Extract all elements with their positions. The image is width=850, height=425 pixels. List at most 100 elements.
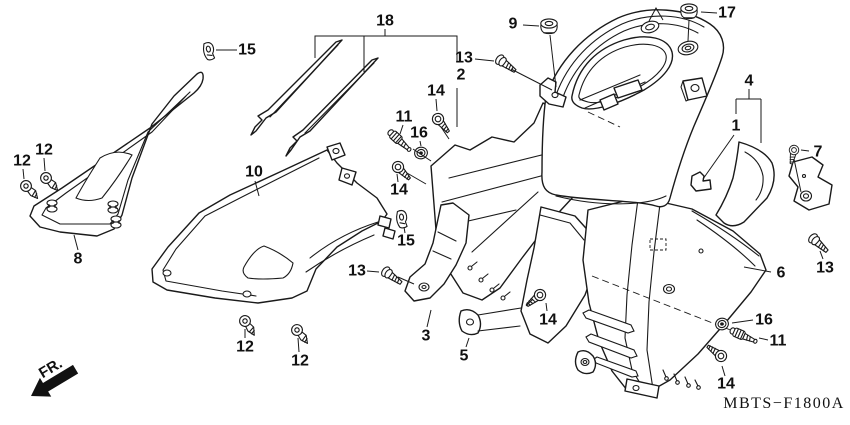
part-number-label: 6 xyxy=(777,265,786,282)
part-number-label: 1 xyxy=(732,118,741,135)
part-number-label: 2 xyxy=(457,67,466,84)
part-4-side-cover-rear xyxy=(715,141,775,227)
rear-mount-bracket xyxy=(788,156,833,211)
tab-hole xyxy=(343,173,351,179)
callout-3: 3 xyxy=(422,309,432,345)
screw-hole xyxy=(242,290,252,298)
callout-11-b: 11 xyxy=(758,333,787,350)
callout-15-a: 15 xyxy=(216,42,256,59)
tab-hole xyxy=(632,384,640,392)
grommet-bobbin xyxy=(46,199,58,213)
mount-hole-inner xyxy=(421,284,427,290)
cowl-clip xyxy=(690,171,712,192)
shoulder-bolt-icon xyxy=(728,325,760,347)
front-direction-marker: FR. xyxy=(31,355,79,397)
stripe-decal-a-line xyxy=(269,44,339,118)
channel-line xyxy=(646,203,661,390)
outline xyxy=(151,149,388,304)
neck-line xyxy=(477,307,522,316)
inner-line xyxy=(744,151,764,201)
part-number-label: 11 xyxy=(770,333,787,350)
grommet-recess xyxy=(677,40,699,56)
part-number-label: 11 xyxy=(396,109,413,126)
tab-hole xyxy=(332,147,340,155)
pan-screw-icon xyxy=(429,110,454,136)
flap-edge xyxy=(696,219,756,267)
lug-hole-inner xyxy=(665,286,673,292)
pan-screw-icon xyxy=(703,341,730,365)
bulge-curve xyxy=(309,221,379,259)
callout-6: 6 xyxy=(743,265,786,282)
part-number-label: 18 xyxy=(376,13,394,30)
callout-14-c: 14 xyxy=(539,302,557,329)
part-number-label: 14 xyxy=(390,182,408,199)
part-number-label: 14 xyxy=(717,376,735,393)
callout-14-d: 14 xyxy=(717,365,735,393)
part-number-label: 4 xyxy=(745,73,754,90)
dashed-marker xyxy=(649,238,667,251)
nut-block-side xyxy=(680,80,689,102)
part-8-side-cover-left xyxy=(29,71,204,237)
flange-bolt-icon xyxy=(379,264,405,288)
callout-10: 10 xyxy=(245,164,263,197)
assembly-axis-lines xyxy=(397,19,802,307)
stripe-decal-a xyxy=(250,39,343,136)
callout-13-a: 13 xyxy=(455,50,495,67)
pan-screw-icon xyxy=(389,158,415,184)
flap-edge xyxy=(691,210,760,257)
part-number-label: 13 xyxy=(455,50,473,67)
part-number-label: 13 xyxy=(816,260,834,277)
part-number-label: 12 xyxy=(236,339,254,356)
cutout xyxy=(75,151,133,202)
callout-16-b: 16 xyxy=(731,312,773,329)
part-number-label: 5 xyxy=(460,348,469,365)
callout-17: 17 xyxy=(700,5,736,22)
inner-line xyxy=(162,157,320,297)
diagram-code: MBTS−F1800A xyxy=(723,395,845,412)
slot-ribs xyxy=(582,309,639,378)
part-number-label: 12 xyxy=(35,142,53,159)
part-number-label: 3 xyxy=(422,328,431,345)
part-number-label: 12 xyxy=(13,153,31,170)
callout-16-a: 16 xyxy=(410,125,428,147)
foot-hole xyxy=(465,318,475,326)
outline xyxy=(404,202,470,302)
part-number-label: 15 xyxy=(397,233,415,250)
outline xyxy=(582,196,767,394)
cutout xyxy=(242,245,294,280)
part-number-label: 8 xyxy=(74,251,83,268)
part-number-label: 7 xyxy=(814,144,823,161)
stripe-decal-set-18 xyxy=(250,39,379,157)
front-arrow-icon xyxy=(31,364,79,397)
alignment-axis xyxy=(591,275,734,332)
flange-bolt-icon xyxy=(806,231,832,256)
part-number-label: 14 xyxy=(427,83,445,100)
callout-12-c: 12 xyxy=(291,337,309,370)
screw-hole xyxy=(162,269,172,277)
callout-5: 5 xyxy=(460,337,470,365)
part-6-rear-fender xyxy=(574,196,767,399)
callout-2: 2 xyxy=(457,67,466,84)
part-10-side-cover-middle xyxy=(151,142,396,304)
callout-15-b: 15 xyxy=(397,226,415,250)
part-number-label: 10 xyxy=(245,164,263,181)
callout-12-d: 12 xyxy=(236,329,254,356)
part-1-seat-cowl xyxy=(539,6,725,208)
part-number-label: 15 xyxy=(238,42,256,59)
callout-12-b: 12 xyxy=(35,142,53,172)
rib xyxy=(437,231,457,242)
part-number-label: 13 xyxy=(348,263,366,280)
grommet-bobbin xyxy=(107,200,119,214)
part-number-label: 16 xyxy=(410,125,428,142)
part-number-label: 17 xyxy=(718,5,736,22)
part-number-label: 9 xyxy=(509,16,518,33)
weld-studs xyxy=(662,369,701,390)
mount-hole-inner xyxy=(802,193,810,199)
grommet-icon xyxy=(680,3,698,20)
callout-14-a: 14 xyxy=(427,83,445,112)
callout-8: 8 xyxy=(73,234,83,268)
lower-edge-line xyxy=(555,195,667,205)
callout-18: 18 xyxy=(314,13,458,127)
outline xyxy=(788,156,833,211)
screw-icon xyxy=(17,177,43,203)
